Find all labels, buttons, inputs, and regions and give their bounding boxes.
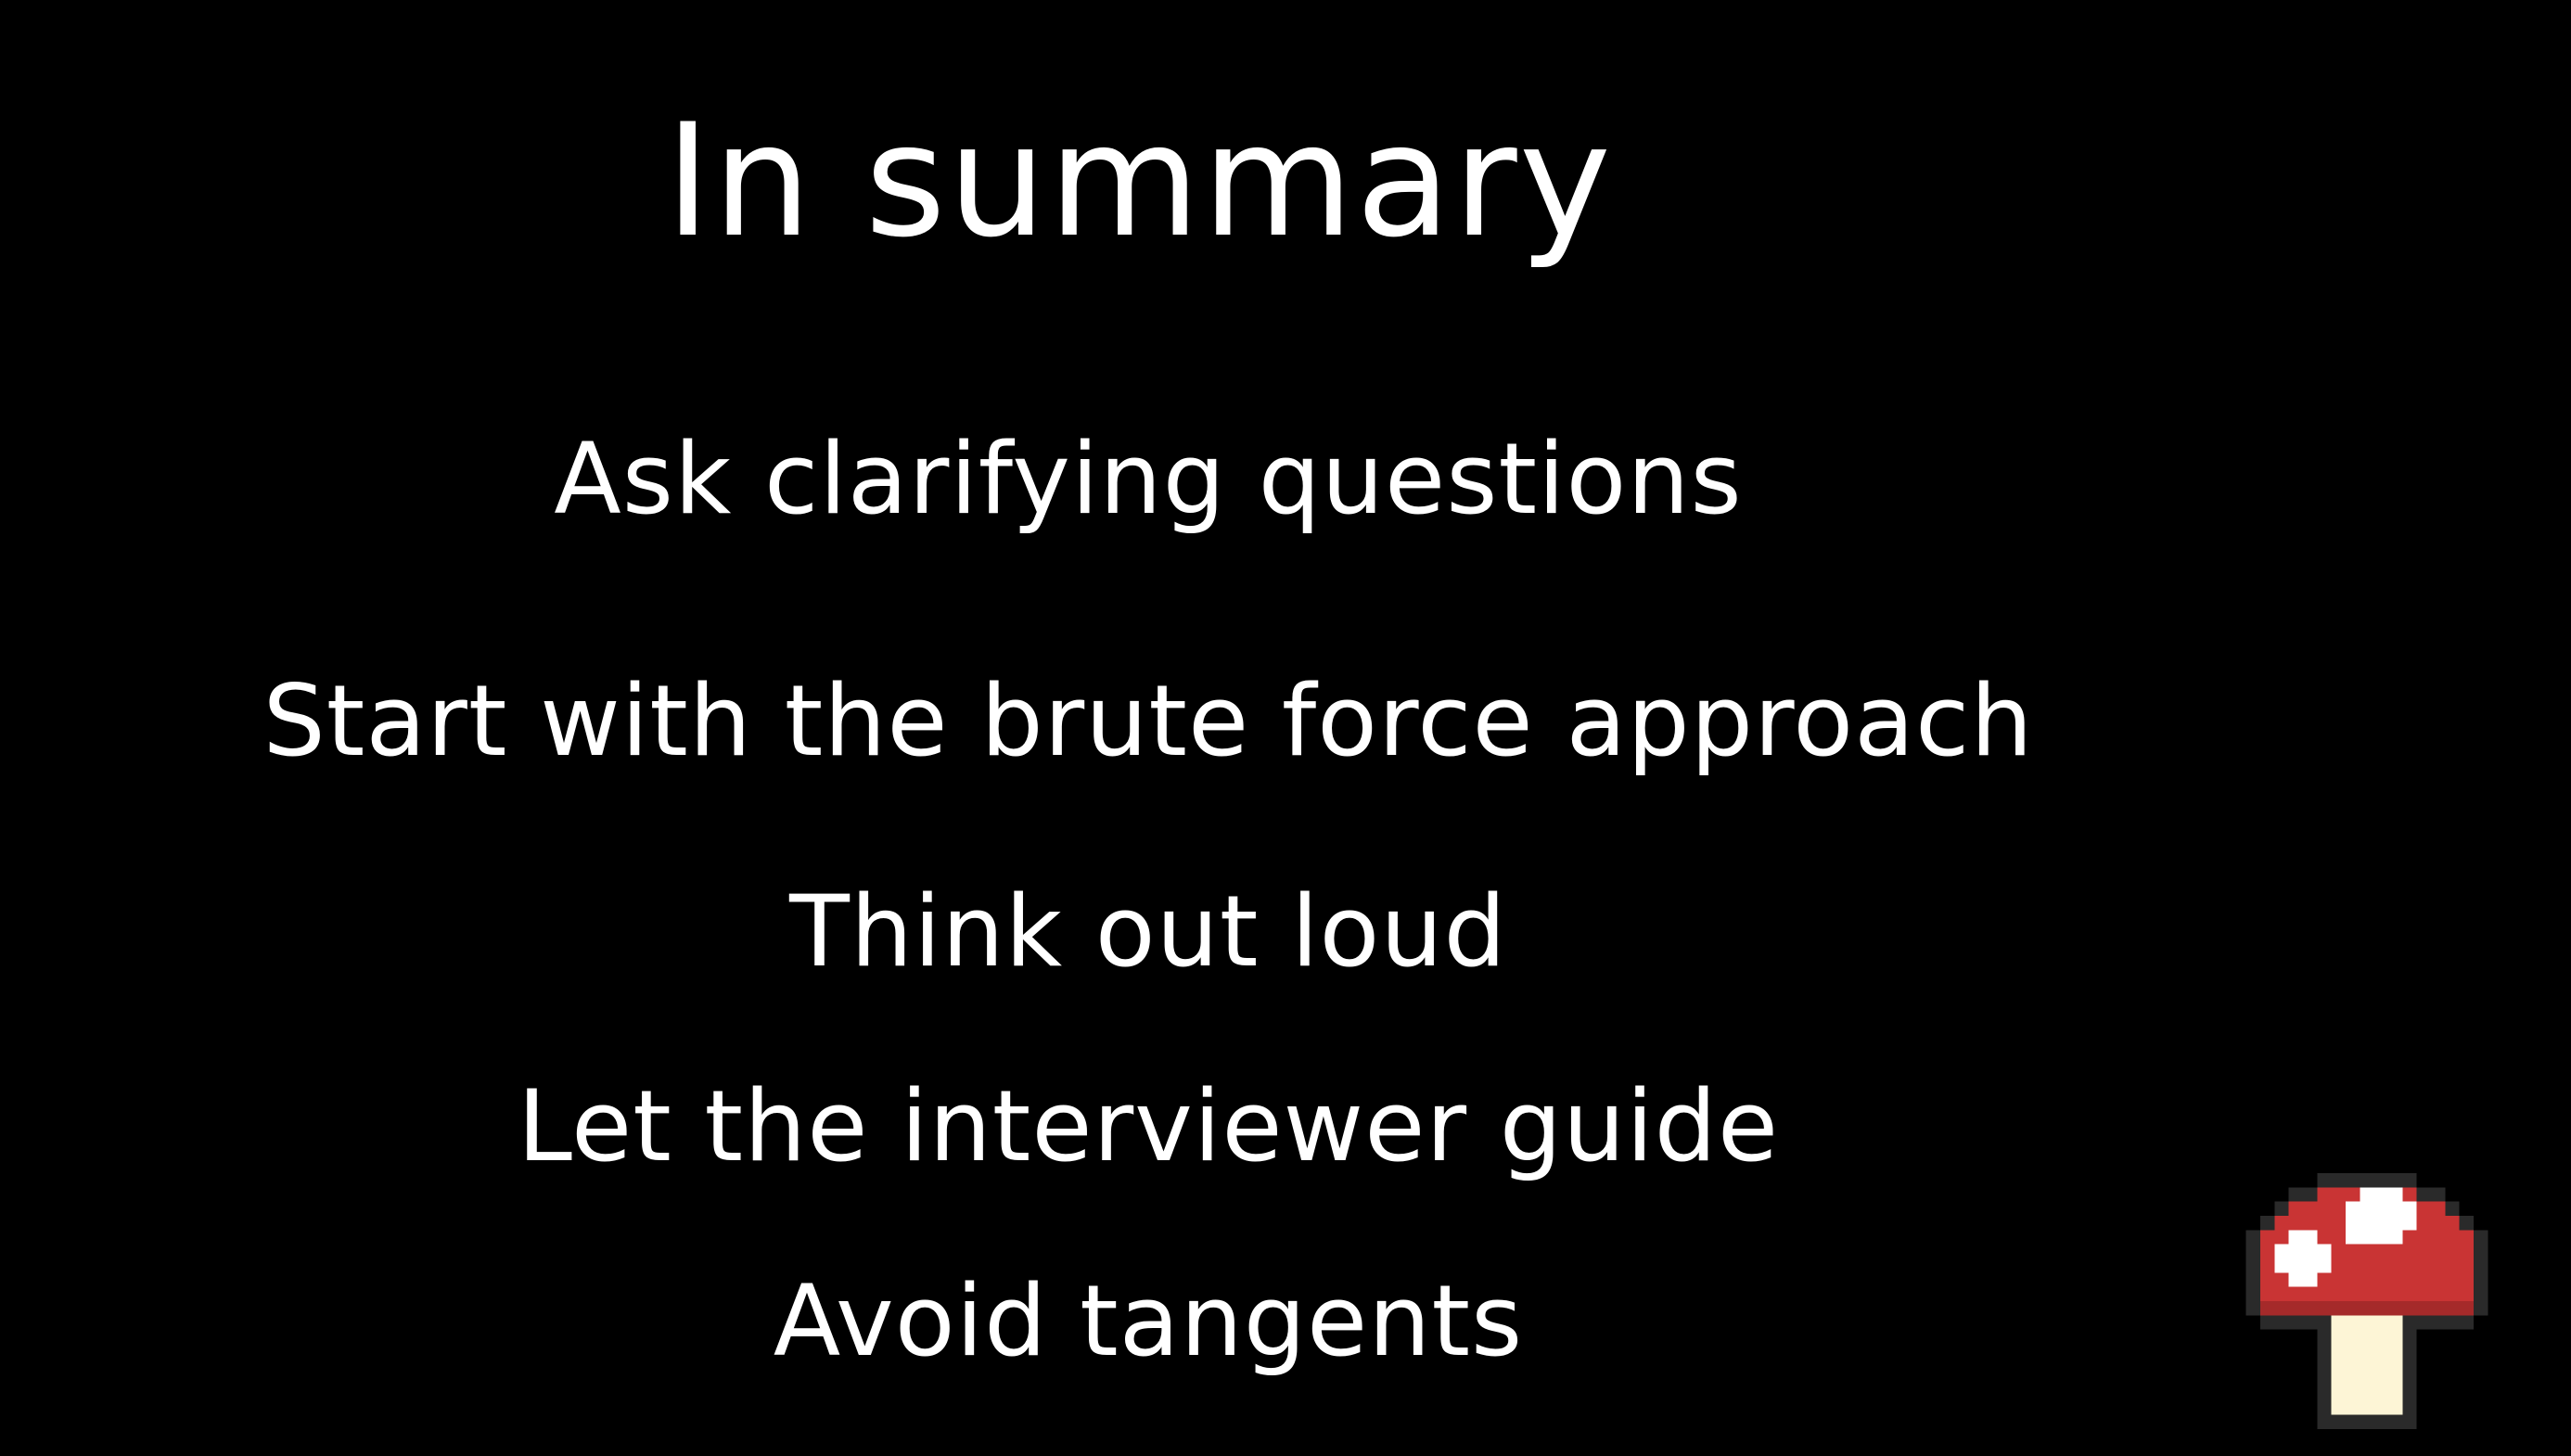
summary-point: Avoid tangents xyxy=(773,1264,1524,1378)
slide-title: In summary xyxy=(664,90,1614,272)
summary-point: Start with the brute force approach xyxy=(262,664,2034,778)
summary-point: Ask clarifying questions xyxy=(554,422,1743,536)
summary-point: Let the interviewer guide xyxy=(517,1069,1780,1183)
summary-points: Ask clarifying questions Start with the … xyxy=(262,422,2034,1378)
summary-point: Think out loud xyxy=(789,875,1507,989)
mushroom-icon xyxy=(2243,1173,2491,1429)
